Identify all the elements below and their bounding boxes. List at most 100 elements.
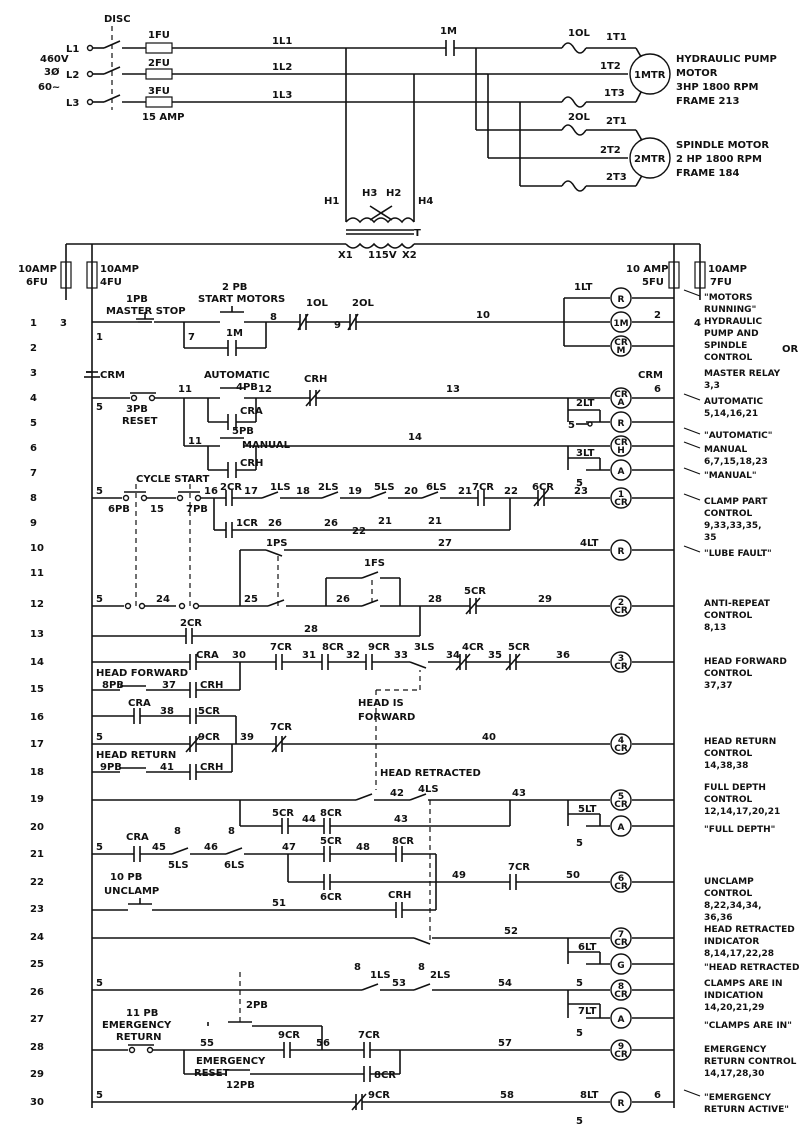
ls5b-label: 5LS [168,860,189,871]
ladder-rungs: 1PB MASTER STOP 2 PB START MOTORS 1 7 8 … [84,282,674,1127]
note-line: 14,38,38 [704,761,748,771]
fuse-7fu-term: 4 [694,318,701,329]
cr9b-contact-label: 9CR [198,732,220,743]
ls4-label: 4LS [418,784,439,795]
node-31: 31 [302,650,316,661]
node-5c: 5 [96,486,103,497]
node-35: 35 [488,650,502,661]
xfmr-h3: H3 [362,188,377,199]
motor-1-line-2: MOTOR [676,68,718,79]
phase-label: 3Ø [44,66,60,78]
motor-1-line-3: 3HP 1800 RPM [676,82,758,93]
node-26b: 26 [324,518,338,529]
note-pointer [683,289,701,297]
relay-coil [610,387,632,409]
lamp-2lt-label: 2LT [576,398,595,409]
fuse-1fu-label: 1FU [148,30,170,41]
wire-1l1: 1L1 [272,36,292,47]
coil-label: 8 [618,982,624,992]
node-5i: 5 [96,978,103,989]
motor-1-line-1: HYDRAULIC PUMP [676,54,777,65]
coil-label: 1M [613,319,628,329]
cr2-contact-label: 2CR [220,482,242,493]
line-l1: L1 [66,44,79,55]
motor-2mtr-tag: 2MTR [634,154,666,165]
node-36: 36 [556,650,570,661]
coil-label: 1 [618,490,624,500]
note-line: 5,14,16,21 [704,409,758,419]
node-26a: 26 [268,518,282,529]
rung-num: 8 [30,493,37,504]
coil-label: CR [614,1050,628,1060]
note-line: "LUBE FAULT" [704,549,772,559]
note-line: "EMERGENCY [704,1093,772,1103]
crh-contact-label: CRH [304,374,327,385]
relay-coil [610,927,632,949]
node-8: 8 [270,312,277,323]
fuse-3fu-label: 3FU [148,86,170,97]
xfmr-secondary [345,242,415,249]
fuse-6fu-label: 6FU [26,277,48,288]
rung-num: 3 [30,368,37,379]
pb6-label: 6PB [108,504,130,515]
note-line: INDICATOR [704,937,759,947]
node-5h: 5 [576,978,583,989]
crm-contact-label: CRM [100,370,125,381]
ls1b-label: 1LS [370,970,391,981]
fuse-7fu [694,261,706,289]
note-pointer [683,493,701,501]
note-line: "CLAMPS ARE IN" [704,1021,792,1031]
cr7e-contact-label: 7CR [358,1030,380,1041]
node-46: 46 [204,842,218,853]
motor-1mtr [629,53,671,95]
note-line: "MANUAL" [704,471,757,481]
coil-label: CR [614,744,628,754]
note-pointer [683,393,701,401]
frequency-label: 60~ [38,82,60,93]
coil-label: A [618,823,625,833]
note-line: RUNNING" [704,305,756,315]
note-line: 35 [704,533,717,543]
coil-label: A [618,1015,625,1025]
lamp-4lt-label: 4LT [580,538,599,549]
node-17: 17 [244,486,258,497]
note-pointer [683,441,701,449]
node-16: 16 [204,486,218,497]
node-13: 13 [446,384,460,395]
rung-num: 11 [30,568,44,579]
rung-num: 20 [30,822,44,833]
coil-label: R [618,295,625,305]
coil-and-lamp-symbols: R1MCRMCRARCRHA1CRR2CR3CR4CR5CRA6CR7CRG8C… [610,287,632,1113]
node-51: 51 [272,898,286,909]
note-line: 9,33,33,35, [704,521,762,531]
node-19: 19 [348,486,362,497]
cr8-contact-label: 8CR [322,642,344,653]
fuse-1fu [145,42,173,54]
note-line: CONTROL [704,795,753,805]
note-line: HYDRAULIC [704,317,763,327]
note-line: 37,37 [704,681,732,691]
note-line: "HEAD RETRACTED" [704,963,800,973]
pilot-lamp [610,459,632,481]
control-transformer: H1 H3 H2 H4 T X1 115V X2 [66,48,700,261]
node-41: 41 [160,762,174,773]
xfmr-voltage: 115V [368,250,397,261]
note-line: 3,3 [704,381,720,391]
note-line: RETURN CONTROL [704,1057,797,1067]
coil-label: A [618,398,625,408]
cr1-seal-label: 1CR [236,518,258,529]
rung-num: 19 [30,794,44,805]
node-12: 12 [258,384,272,395]
coil-label: CR [614,498,628,508]
node-57: 57 [498,1038,512,1049]
a8-label: 8 [174,826,181,837]
pilot-lamp [610,953,632,975]
rung-num: 16 [30,712,44,723]
lamp-5lt-label: 5LT [578,804,597,815]
node-30: 30 [232,650,246,661]
node-6: 6 [654,384,661,395]
node-5: 5 [96,402,103,413]
pilot-lamp [610,1007,632,1029]
fuse-2fu-label: 2FU [148,58,170,69]
cra-contact2-label: CRA [128,698,151,709]
